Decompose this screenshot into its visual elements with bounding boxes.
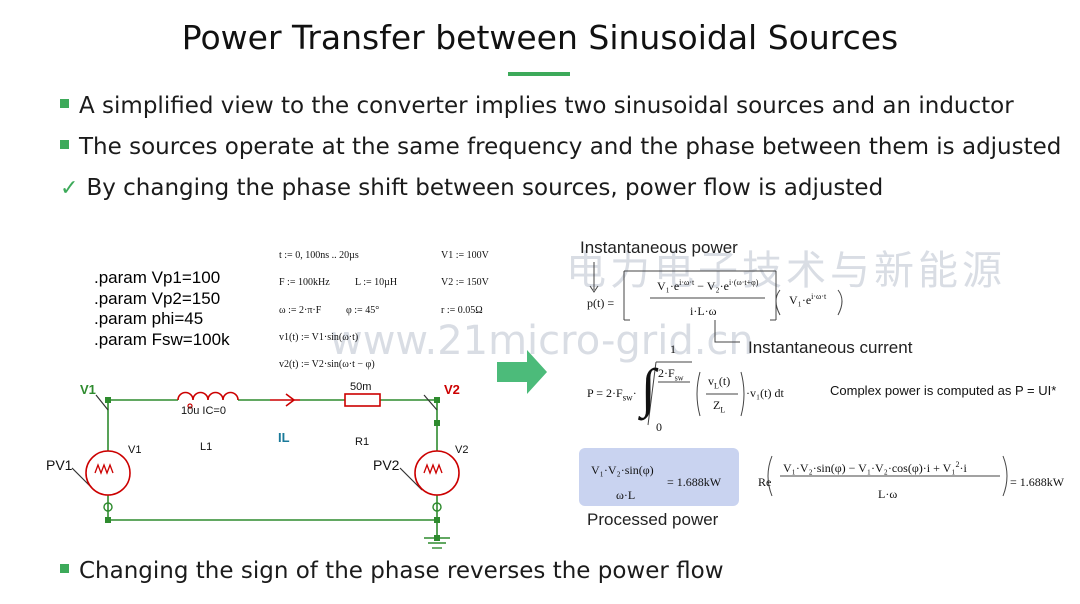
- node-dot: [434, 420, 440, 426]
- integral-lower: 0: [656, 420, 662, 434]
- square-bullet-icon: [60, 99, 69, 108]
- probe1-label: PV1: [46, 457, 73, 473]
- right-arrow-icon: [497, 350, 547, 394]
- complex-denominator: L·ω: [878, 487, 898, 501]
- title-underline: [508, 72, 570, 76]
- node-label-v1: V1: [80, 382, 96, 397]
- equation-average: P = 2·Fsw·: [587, 386, 637, 403]
- annotation-instantaneous-current: Instantaneous current: [748, 338, 913, 357]
- def-L: L := 10µH: [355, 277, 398, 288]
- def-V1: V1 := 100V: [441, 250, 489, 261]
- def-V2: V2 := 150V: [441, 277, 489, 288]
- node-dot: [434, 517, 440, 523]
- bullet-2: The sources operate at the same frequenc…: [60, 134, 1061, 160]
- inductor-name: L1: [200, 441, 212, 453]
- result-denominator: ω·L: [616, 488, 636, 502]
- integral-zl: ZL: [713, 398, 726, 415]
- node-dot: [434, 397, 440, 403]
- node-label-v2: V2: [444, 382, 460, 397]
- def-F: F := 100kHz: [279, 277, 330, 288]
- source2-name: V2: [455, 444, 468, 456]
- integral-v1: ·v₁(t) dt: [746, 386, 784, 400]
- equation-factor: V₁·ei·ω·t: [789, 292, 827, 307]
- source1-name: V1: [128, 444, 141, 456]
- slide-title: Power Transfer between Sinusoidal Source…: [181, 18, 899, 57]
- annotation-processed-power: Processed power: [587, 510, 719, 529]
- def-r: r := 0.05Ω: [441, 305, 483, 316]
- equation-p-of-t: p(t) =: [587, 296, 615, 310]
- check-icon: ✓: [60, 176, 79, 201]
- bullet-footer: Changing the sign of the phase reverses …: [60, 558, 724, 584]
- annotation-instantaneous-power: Instantaneous power: [580, 238, 738, 257]
- def-omega: ω := 2·π·F: [279, 305, 322, 316]
- def-v1: v1(t) := V1·sin(ω·t): [279, 332, 359, 343]
- def-v2: v2(t) := V2·sin(ω·t − φ): [279, 359, 375, 370]
- complex-numerator: V₁·V₂·sin(φ) − V₁·V₂·cos(φ)·i + V₁2·i: [783, 460, 967, 475]
- integral-upper-den: 2·Fsw: [658, 366, 684, 383]
- resistor-name: R1: [355, 436, 369, 448]
- def-t: t := 0, 100ns .. 20µs: [279, 250, 359, 261]
- bullet-1: A simplified view to the converter impli…: [60, 93, 1014, 119]
- def-phi: φ := 45°: [346, 305, 380, 316]
- integral-sign: ∫: [641, 358, 656, 418]
- node-dot: [105, 517, 111, 523]
- square-bullet-icon: [60, 564, 69, 573]
- bullet-3: ✓By changing the phase shift between sou…: [60, 175, 884, 201]
- probe2-label: PV2: [373, 457, 400, 473]
- result-value-2: = 1.688kW: [1010, 475, 1065, 489]
- result-numerator: V₁·V₂·sin(φ): [591, 463, 654, 477]
- equation-numerator: V₁·ei·ω·t − V₂·ei·(ω·t+φ): [657, 278, 759, 293]
- inductor-value: 10u IC=0: [181, 405, 226, 417]
- square-bullet-icon: [60, 140, 69, 149]
- annotation-complex-power: Complex power is computed as P = UI*: [830, 383, 1057, 398]
- resistor-value: 50m: [350, 381, 371, 393]
- integral-vl: vL(t): [708, 374, 731, 391]
- complex-re: Re: [758, 475, 772, 489]
- integral-upper: 1: [670, 342, 676, 356]
- current-probe-label: IL: [278, 430, 290, 445]
- node-dot: [105, 397, 111, 403]
- spice-params: .param Vp1=100 .param Vp2=150 .param phi…: [94, 268, 230, 349]
- result-value-1: = 1.688kW: [667, 475, 722, 489]
- node-dot: [434, 535, 440, 541]
- processed-power-highlight: [579, 448, 739, 506]
- equation-denominator: i·L·ω: [690, 304, 717, 318]
